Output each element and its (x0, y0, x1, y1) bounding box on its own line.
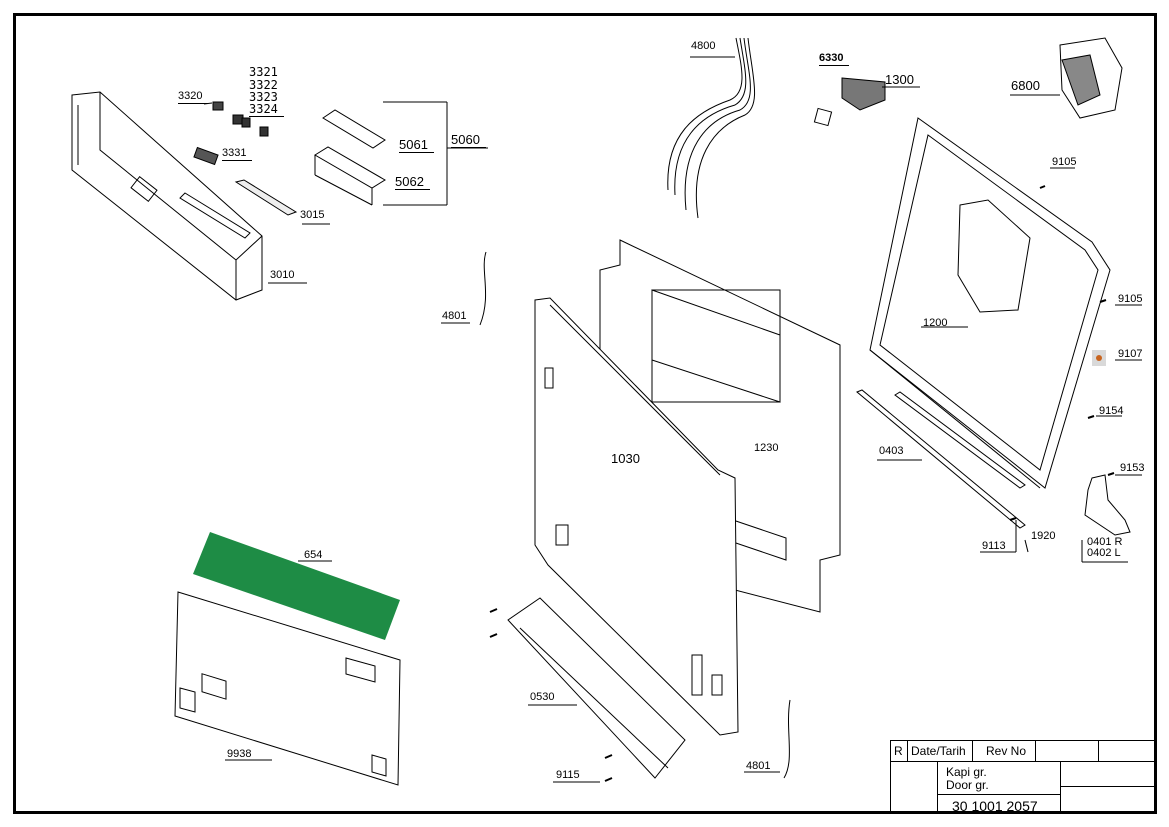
electronic-module-5060 (314, 109, 386, 206)
title-group-en: Door gr. (946, 778, 989, 792)
cable-harness-4800 (667, 37, 756, 219)
hinge-parts-6330-1300 (813, 77, 920, 127)
title-cell-right1 (1060, 761, 1156, 787)
dispenser-6800 (1010, 37, 1123, 119)
label-1200: 1200 (923, 317, 948, 329)
label-1300: 1300 (885, 72, 914, 87)
plinth-9938 (174, 591, 401, 786)
label-4800: 4800 (691, 40, 716, 52)
drawing-frame (13, 13, 1157, 814)
label-9938: 9938 (227, 748, 252, 760)
title-cell-blank1 (1035, 740, 1099, 762)
label-9107: 9107 (1118, 348, 1143, 360)
label-3015: 3015 (300, 209, 325, 221)
part-654-highlight (193, 532, 400, 640)
title-cell-blank2 (1098, 740, 1156, 762)
leader-lines (225, 167, 1142, 783)
label-4801-top: 4801 (442, 310, 467, 322)
inner-door-1200 (869, 117, 1111, 489)
label-5062: 5062 (395, 175, 430, 190)
leader-5060 (383, 101, 488, 206)
label-9154: 9154 (1099, 405, 1124, 417)
wire-4801-bottom (783, 699, 791, 779)
title-rev: Rev No (986, 744, 1027, 758)
label-3010: 3010 (270, 269, 295, 281)
bottom-cover-0530 (507, 597, 686, 779)
label-3323: 3323 (249, 90, 278, 104)
control-panel-3010 (71, 91, 263, 301)
label-9105-side: 9105 (1118, 293, 1143, 305)
title-cell-right2 (1060, 786, 1156, 814)
label-0530: 0530 (530, 691, 555, 703)
display-window-3015 (234, 179, 298, 216)
title-drawing-number: 30 1001 2057 (952, 798, 1038, 814)
title-cell-left (890, 761, 938, 814)
label-4801-bottom: 4801 (746, 760, 771, 772)
label-9105-top: 9105 (1052, 156, 1077, 168)
buttons-3321-3324 (232, 114, 269, 137)
label-1030: 1030 (611, 451, 640, 466)
hinge-0401-0402 (1084, 474, 1131, 536)
label-9153: 9153 (1120, 462, 1145, 474)
label-6330: 6330 (819, 52, 850, 66)
title-r: R (894, 744, 903, 758)
label-3331: 3331 (222, 147, 253, 161)
label-3320: 3320 (178, 90, 209, 104)
label-5060: 5060 (451, 133, 486, 148)
knob-3331 (193, 146, 219, 166)
label-0401: 0401 R (1087, 536, 1123, 548)
label-5061: 5061 (399, 138, 434, 153)
title-date: Date/Tarih (911, 744, 966, 758)
label-0403: 0403 (879, 445, 904, 457)
label-1230: 1230 (754, 442, 779, 454)
title-block: R Date/Tarih Rev No Kapi gr. Door gr. 30… (890, 740, 1156, 814)
outer-door-1030 (534, 297, 739, 736)
rail-0403 (856, 389, 1026, 529)
label-6800: 6800 (1011, 78, 1040, 93)
label-9115: 9115 (556, 769, 580, 781)
label-654: 654 (304, 549, 323, 561)
label-1920: 1920 (1031, 530, 1056, 542)
wire-4801-top (479, 251, 487, 326)
label-9113: 9113 (982, 540, 1006, 552)
title-group-tr: Kapi gr. (946, 765, 987, 779)
label-3321: 3321 (249, 65, 278, 79)
title-cell-number (937, 794, 1061, 814)
label-3324: 3324 (249, 103, 284, 117)
screws (489, 185, 1115, 782)
label-3322: 3322 (249, 78, 278, 92)
label-0402: 0402 L (1087, 547, 1121, 559)
